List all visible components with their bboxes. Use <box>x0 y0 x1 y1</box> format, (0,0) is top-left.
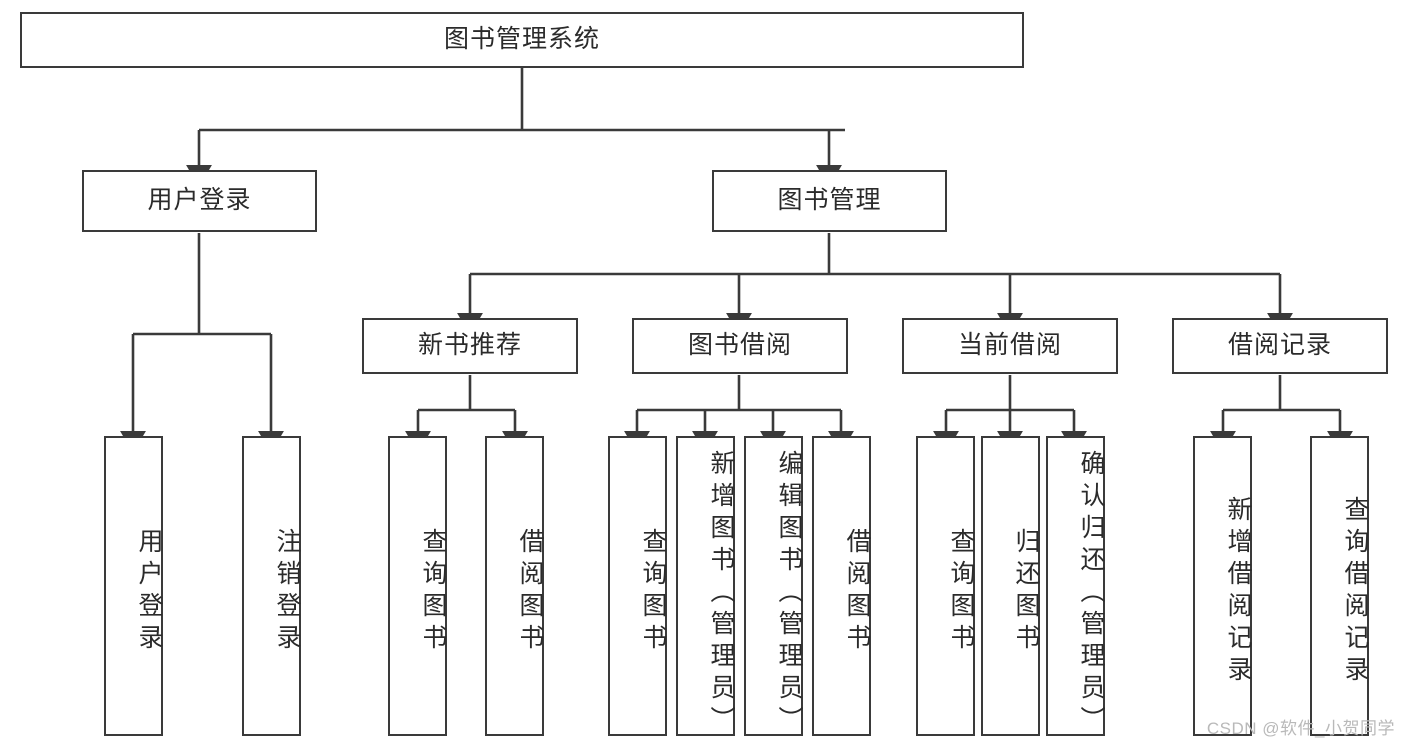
leaf-confirm-return[interactable]: 确认归还（管理员） <box>1046 436 1105 738</box>
node-book-borrow[interactable]: 图书借阅 <box>632 318 848 374</box>
node-user-login[interactable]: 用户登录 <box>82 170 317 232</box>
leaf-add-book[interactable]: 新增图书（管理员） <box>676 436 735 738</box>
node-root-system[interactable]: 图书管理系统 <box>20 12 1024 68</box>
node-new-book-recommend[interactable]: 新书推荐 <box>362 318 578 374</box>
leaf-user-login[interactable]: 用户登录 <box>104 436 163 736</box>
node-borrow-record[interactable]: 借阅记录 <box>1172 318 1388 374</box>
leaf-return-book[interactable]: 归还图书 <box>981 436 1040 736</box>
leaf-borrow-book-1[interactable]: 借阅图书 <box>485 436 544 736</box>
leaf-query-record[interactable]: 查询借阅记录 <box>1310 436 1369 736</box>
leaf-query-book-3[interactable]: 查询图书 <box>916 436 975 736</box>
csdn-watermark: CSDN @软件_小贺同学 <box>1206 719 1395 738</box>
leaf-borrow-book-2[interactable]: 借阅图书 <box>812 436 871 736</box>
node-current-borrow[interactable]: 当前借阅 <box>902 318 1118 374</box>
leaf-add-record[interactable]: 新增借阅记录 <box>1193 436 1252 736</box>
node-book-manage[interactable]: 图书管理 <box>712 170 947 232</box>
leaf-logout[interactable]: 注销登录 <box>242 436 301 736</box>
leaf-query-book-1[interactable]: 查询图书 <box>388 436 447 736</box>
leaf-edit-book[interactable]: 编辑图书（管理员） <box>744 436 803 738</box>
leaf-query-book-2[interactable]: 查询图书 <box>608 436 667 736</box>
